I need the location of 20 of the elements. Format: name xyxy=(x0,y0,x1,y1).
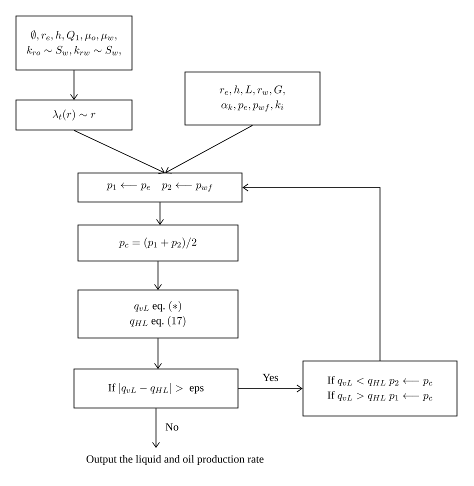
process-box: $p_1 \longleftarrow p_e \quad p_2 \longleftarrow p_{wf}$ xyxy=(78,172,242,202)
arrow xyxy=(238,384,303,392)
decision-box: $\text{If}\ |q_{vL} - q_{HL}| > \ \text{eps}$ xyxy=(74,368,238,408)
arrow xyxy=(152,408,160,448)
arrow xyxy=(242,184,380,362)
process-box: $q_{vL}\ \text{eq.}\ (*)$ $q_{HL}\ \text{eq.}\ (17)$ xyxy=(78,290,238,338)
input-box: $\emptyset, r_e, h, Q_1, \mu_o, \mu_w,$ $k_{ro} \sim S_w, k_{rw} \sim S_w,$ xyxy=(16,16,132,70)
process-box: $p_c = (p_1 + p_2)/2$ xyxy=(78,224,238,262)
output-text: Output the liquid and oil production rate xyxy=(86,455,264,465)
arrow xyxy=(156,202,164,225)
arrow xyxy=(70,70,78,100)
decision-box: $\text{If}\ q_{vL} < q_{HL}\ p_2 \longleftarrow p_c$ $\text{If}\ q_{vL} > q_{HL}\ p_1 \longleftarrow p_c$ xyxy=(302,360,458,416)
edge-label: Yes xyxy=(262,372,280,382)
arrow xyxy=(74,130,165,174)
edge-label: No xyxy=(164,422,180,432)
arrow xyxy=(154,261,162,290)
input-box: $r_e, h, L, r_w, G,$ $\alpha_k, p_e, p_{wf}, k_i$ xyxy=(184,72,320,126)
process-box: $\lambda_t(r) \sim r$ xyxy=(16,100,132,130)
arrow xyxy=(154,338,162,369)
arrow xyxy=(165,125,253,174)
